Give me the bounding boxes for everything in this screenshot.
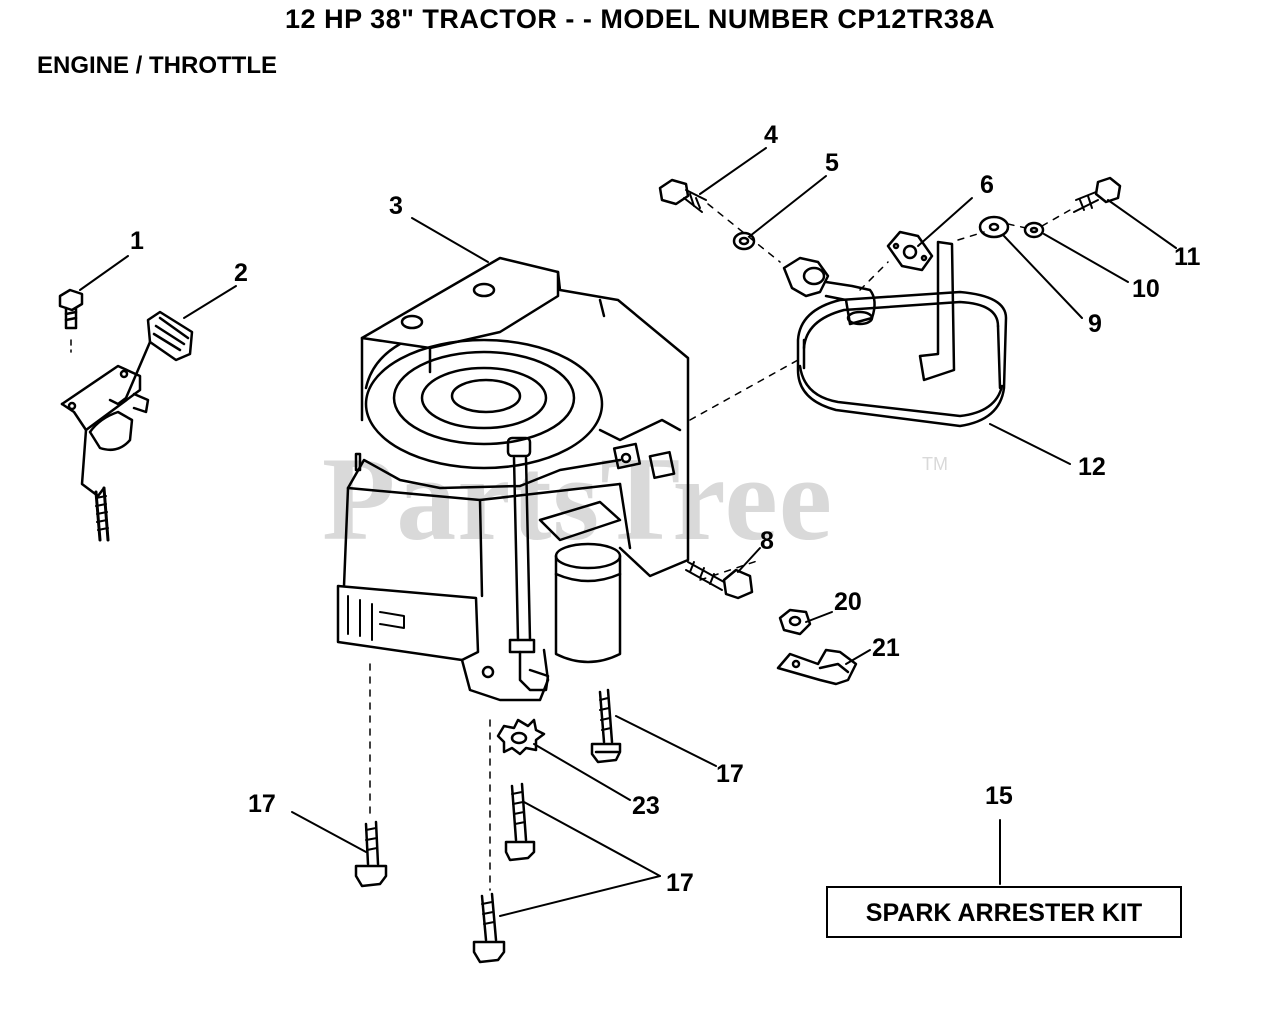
assembly-guides (369, 203, 1071, 891)
throttle-control-part (60, 310, 194, 542)
callout-6: 6 (980, 171, 994, 199)
callout-labels: 1 2 3 4 5 6 8 9 10 11 12 15 17 17 17 23 … (130, 121, 1201, 897)
diagram-title: 12 HP 38" TRACTOR - - MODEL NUMBER CP12T… (285, 4, 995, 34)
clamp-part (776, 648, 858, 686)
callout-9: 9 (1088, 310, 1102, 338)
nut-part (778, 608, 812, 636)
engine-bolt-part (472, 892, 506, 964)
exhaust-bolt-part (658, 178, 707, 213)
lock-washer-part (1023, 221, 1045, 239)
throttle-bolt-part (58, 288, 84, 353)
callout-5: 5 (825, 149, 839, 177)
callout-3: 3 (389, 192, 403, 220)
star-washer-part (496, 718, 546, 756)
callout-20: 20 (834, 588, 862, 616)
engine-bolt-part (504, 782, 536, 862)
callout-17: 17 (248, 790, 276, 818)
engine-part (336, 256, 690, 702)
callout-12: 12 (1078, 453, 1106, 481)
callout-8: 8 (760, 527, 774, 555)
callout-21: 21 (872, 634, 900, 662)
exhaust-washer-part (732, 231, 756, 251)
mounting-bolt-8-part (685, 561, 754, 600)
callout-15: 15 (985, 782, 1013, 810)
section-title: ENGINE / THROTTLE (37, 52, 277, 79)
callout-1: 1 (130, 227, 144, 255)
callout-23: 23 (632, 792, 660, 820)
muffler-washer-part (978, 215, 1010, 239)
watermark: PartsTree (322, 432, 833, 565)
watermark-tm: TM (922, 454, 948, 474)
leader-lines (79, 147, 1177, 917)
spark-arrester-kit-label: SPARK ARRESTER KIT (865, 899, 1143, 927)
callout-17: 17 (666, 869, 694, 897)
callout-4: 4 (764, 121, 778, 149)
engine-bolt-part (590, 688, 622, 764)
exhaust-gasket-part (886, 230, 934, 272)
spark-arrester-kit-box: SPARK ARRESTER KIT (826, 886, 1182, 938)
muffler-bolt-part (1073, 176, 1122, 213)
engine-bolt-part (354, 820, 388, 888)
muffler-part (782, 240, 1008, 428)
callout-10: 10 (1132, 275, 1160, 303)
callout-11: 11 (1174, 243, 1201, 271)
callout-2: 2 (234, 259, 248, 287)
callout-17: 17 (716, 760, 744, 788)
